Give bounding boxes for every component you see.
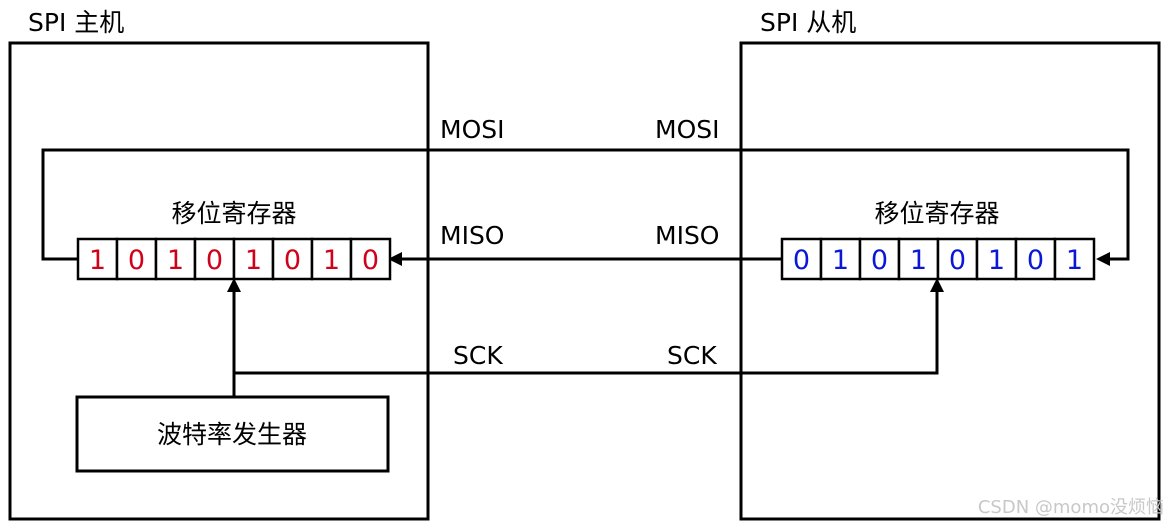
master-register-label: 移位寄存器 (171, 199, 296, 228)
master-register-cell (115, 237, 158, 281)
mosi-label-master: MOSI (440, 115, 505, 144)
slave-box (739, 41, 1161, 521)
slave-register-cell (780, 237, 823, 281)
master-register-bit: 1 (245, 245, 262, 276)
slave-register-bit: 1 (1066, 245, 1083, 276)
mosi-label-slave: MOSI (655, 115, 720, 144)
mosi-arrowhead (1096, 252, 1110, 266)
miso-label-master: MISO (440, 221, 505, 250)
slave-register-bit: 1 (910, 245, 927, 276)
sck-slave-arrowhead (930, 278, 944, 292)
slave-register-cell (1053, 237, 1096, 281)
miso-label-slave: MISO (655, 221, 720, 250)
slave-register-cell (858, 237, 901, 281)
slave-register-cell (975, 237, 1018, 281)
sck-line (234, 290, 939, 375)
slave-title: SPI 从机 (760, 8, 856, 37)
slave-register-bit: 1 (988, 245, 1005, 276)
slave-register-cell (936, 237, 979, 281)
slave-register-cell (897, 237, 940, 281)
sck-master-arrowhead (227, 278, 241, 292)
master-register-bit: 0 (284, 245, 301, 276)
baud-rate-generator-label: 波特率发生器 (157, 420, 307, 449)
sck-label-master: SCK (453, 341, 503, 370)
master-register-bit: 0 (206, 245, 223, 276)
master-box (8, 41, 430, 521)
miso-arrowhead (388, 252, 402, 266)
watermark: CSDN @momo没烦恼 (978, 497, 1164, 518)
master-register-bit: 1 (167, 245, 184, 276)
slave-register-label: 移位寄存器 (874, 199, 999, 228)
baud-rate-generator-box (75, 395, 390, 473)
master-register-bit: 1 (323, 245, 340, 276)
master-register-bit: 0 (362, 245, 379, 276)
master-register-cell (349, 237, 392, 281)
slave-register-bit: 1 (832, 245, 849, 276)
master-register-cell (154, 237, 197, 281)
slave-register-bit: 0 (1027, 245, 1044, 276)
slave-register-bit: 0 (871, 245, 888, 276)
slave-register-bit: 0 (949, 245, 966, 276)
master-register-bit: 0 (128, 245, 145, 276)
mosi-line (41, 148, 1130, 261)
sck-label-slave: SCK (667, 341, 717, 370)
master-register-bit: 1 (89, 245, 106, 276)
master-register-cell (271, 237, 314, 281)
slave-register-bit: 0 (793, 245, 810, 276)
master-title: SPI 主机 (28, 8, 124, 37)
